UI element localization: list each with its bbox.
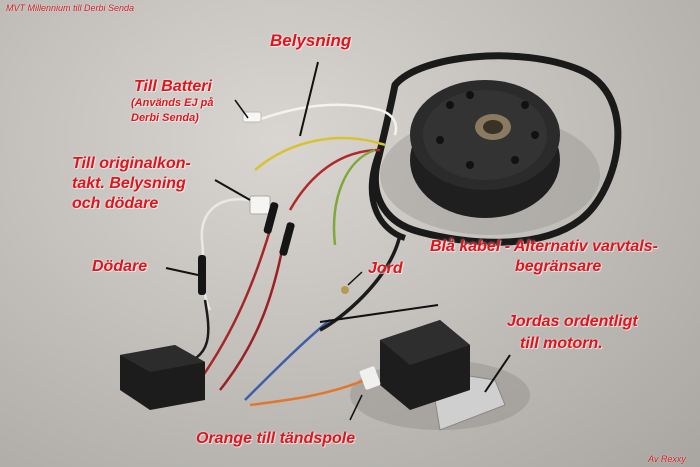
wire-blue bbox=[244, 319, 331, 401]
cdi-box bbox=[120, 345, 205, 410]
label-jord: Jord bbox=[368, 260, 403, 277]
pointer-batteri bbox=[234, 99, 249, 119]
label-dodare: Dödare bbox=[92, 258, 148, 275]
label-till-batteri: Till Batteri bbox=[134, 78, 212, 95]
wire-white-battery bbox=[257, 103, 398, 136]
pointer-belysning bbox=[299, 61, 319, 137]
header-caption: MVT Millennium till Derbi Senda bbox=[6, 3, 135, 13]
wire-black-coil bbox=[319, 234, 402, 332]
wire-red-2 bbox=[198, 229, 272, 381]
label-originalkontakt-3: och dödare bbox=[72, 195, 159, 212]
black-sleeve-1 bbox=[263, 202, 279, 234]
wire-yellow bbox=[254, 136, 386, 171]
label-bla-kabel-1: Blå kabel - Alternativ varvtals- bbox=[430, 238, 658, 255]
label-till-batteri-note-2: Derbi Senda) bbox=[131, 112, 199, 124]
label-originalkontakt-1: Till originalkon- bbox=[72, 155, 191, 172]
black-sleeve-2 bbox=[279, 222, 295, 256]
label-bla-kabel-2: begränsare bbox=[515, 258, 602, 275]
battery-connector bbox=[242, 111, 262, 123]
wire-orange bbox=[249, 376, 371, 407]
pointer-bla-kabel bbox=[319, 304, 439, 323]
label-jordas-1: Jordas ordentligt bbox=[507, 313, 638, 330]
pointer-dodare bbox=[165, 267, 199, 276]
label-belysning: Belysning bbox=[270, 31, 352, 50]
credit-caption: Av Rexxy bbox=[648, 454, 686, 464]
wire-green bbox=[332, 148, 376, 246]
wire-red-1 bbox=[288, 148, 381, 211]
black-sleeve-3 bbox=[198, 255, 206, 295]
ground-terminal bbox=[341, 286, 349, 294]
pointer-orange bbox=[349, 394, 363, 421]
pointer-jord bbox=[347, 271, 363, 286]
label-originalkontakt-2: takt. Belysning bbox=[72, 175, 186, 192]
original-connector bbox=[249, 195, 271, 215]
wire-red-3 bbox=[219, 234, 287, 391]
pointer-originalkontakt bbox=[214, 179, 251, 201]
flywheel-rotor bbox=[410, 80, 560, 218]
label-jordas-2: till motorn. bbox=[520, 335, 603, 352]
black-cable-to-harness bbox=[368, 148, 407, 241]
label-till-batteri-note-1: (Används EJ på bbox=[131, 97, 214, 109]
pointer-jordas bbox=[484, 354, 511, 393]
wire-white-harness bbox=[200, 197, 251, 311]
ignition-coil bbox=[359, 320, 506, 431]
label-orange: Orange till tändspole bbox=[196, 430, 356, 447]
